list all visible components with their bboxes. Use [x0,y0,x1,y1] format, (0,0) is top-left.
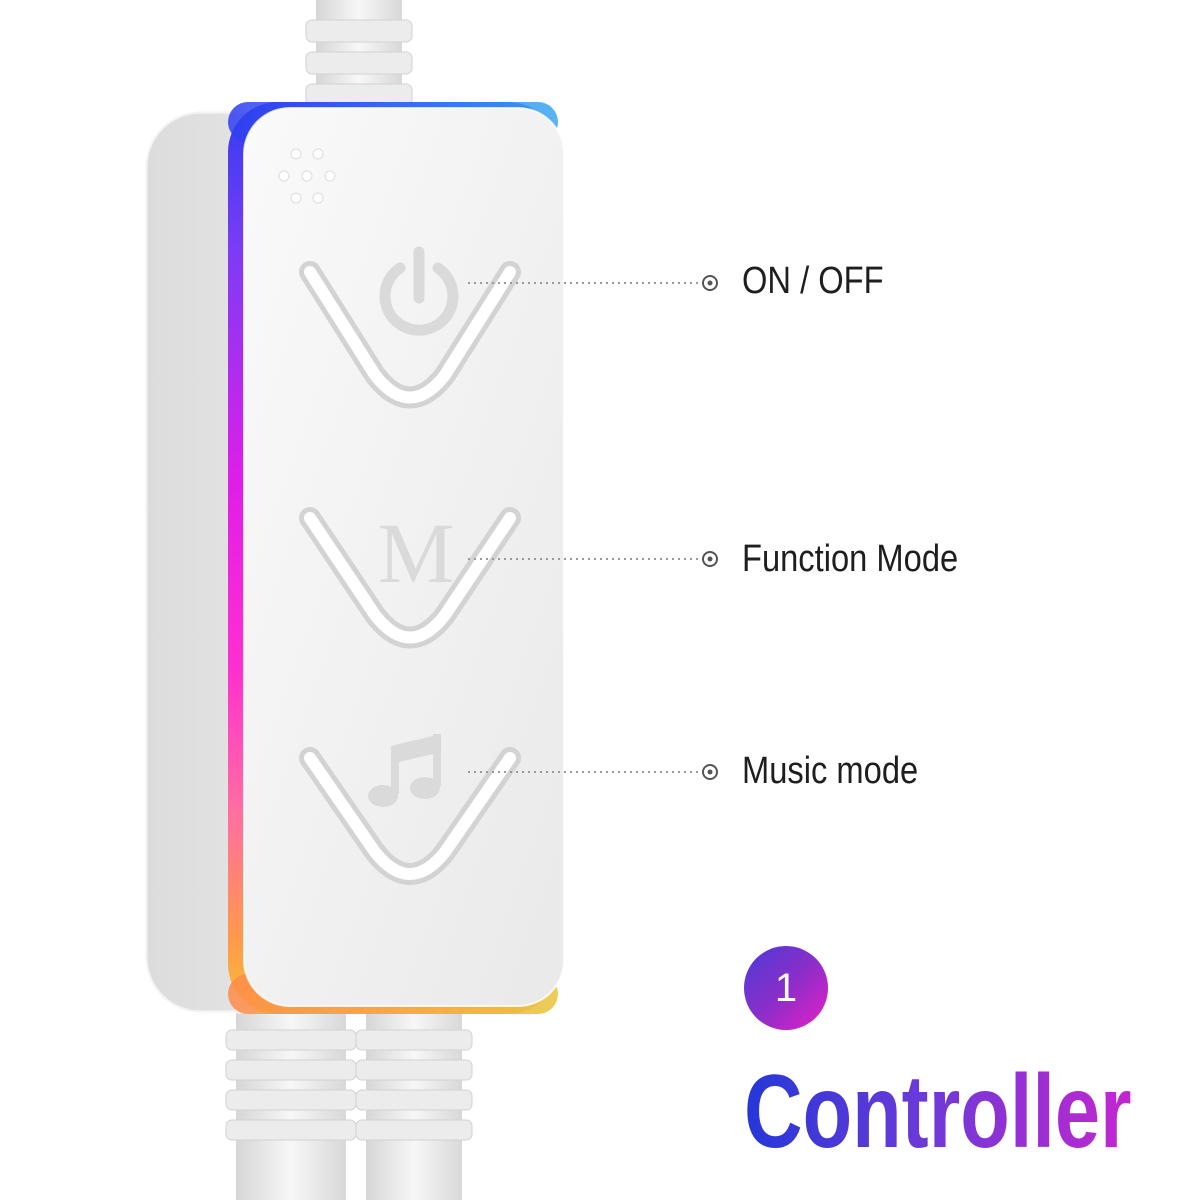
on-off-label: ON / OFF [742,260,884,302]
power-icon[interactable] [379,246,459,336]
bottom-cables [225,1000,473,1200]
button-grooves [299,261,521,885]
music-note-icon[interactable] [368,734,441,807]
callout-lines [468,275,718,780]
function-mode-label: Function Mode [742,538,959,580]
step-number-badge: 1 [744,946,828,1030]
microphone-dots [278,148,336,204]
section-title: Controller [744,1054,1132,1170]
music-mode-label: Music mode [742,750,919,792]
m-letter-icon[interactable]: M [378,505,454,601]
